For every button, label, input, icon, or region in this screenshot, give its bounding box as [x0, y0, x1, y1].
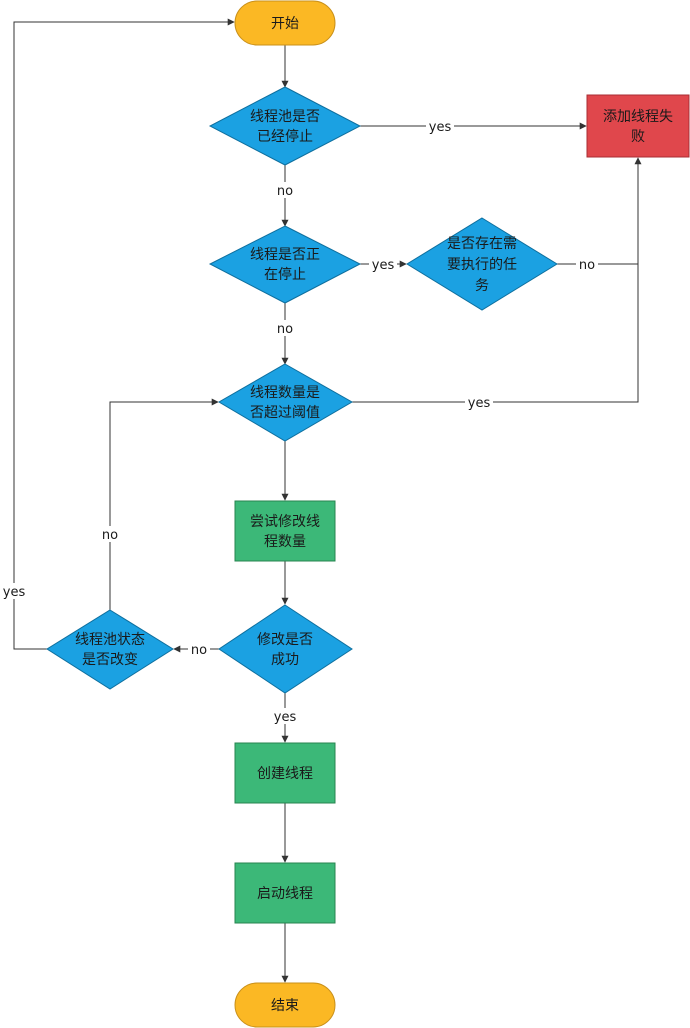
node-create-thread-label: 创建线程 [257, 766, 313, 782]
edge-label-task-exists-no: no [579, 258, 595, 273]
node-task-exists-line-3: 务 [475, 278, 489, 294]
edge-exceed-yes [352, 264, 639, 403]
node-end: 结束 [234, 982, 336, 1028]
edge-task-exists-no [557, 157, 642, 265]
edge-label-modify-ok-yes: yes [274, 710, 297, 725]
node-add-fail-line-1: 添加线程失 [603, 109, 673, 125]
node-start-label: 开始 [271, 16, 299, 32]
node-pool-stopped-line-2: 已经停止 [257, 128, 313, 145]
node-exceed-line-2: 否超过阈值 [250, 405, 320, 421]
node-thread-stopping-line-1: 线程是否正 [250, 247, 320, 263]
edge-label-pool-stopped-no: no [277, 184, 293, 199]
node-modify-ok-line-2: 成功 [271, 652, 299, 668]
node-task-exists-decision: 是否存在需 要执行的任 务 [406, 217, 558, 311]
node-state-changed-line-1: 线程池状态 [75, 632, 145, 648]
edge-label-state-changed-no: no [102, 528, 118, 543]
node-pool-stopped-decision: 线程池是否 已经停止 [208, 86, 362, 166]
node-start: 开始 [234, 0, 336, 46]
edge-label-thread-stopping-no: no [277, 322, 293, 337]
node-modify-ok-decision: 修改是否 成功 [218, 604, 353, 694]
node-end-label: 结束 [271, 998, 299, 1014]
edge-state-changed-yes [13, 18, 235, 650]
edge-label-modify-ok-no: no [191, 643, 207, 658]
node-create-thread: 创建线程 [234, 742, 336, 804]
node-pool-stopped-line-1: 线程池是否 [250, 109, 320, 125]
node-thread-stopping-decision: 线程是否正 在停止 [208, 225, 362, 304]
edge-label-state-changed-yes: yes [3, 585, 26, 600]
node-task-exists-line-1: 是否存在需 [447, 236, 517, 252]
edge-label-exceed-yes: yes [468, 396, 491, 411]
node-add-fail: 添加线程失 败 [586, 94, 690, 158]
node-task-exists-line-2: 要执行的任 [447, 257, 517, 273]
node-state-changed-line-2: 是否改变 [82, 652, 138, 668]
node-exceed-decision: 线程数量是 否超过阈值 [218, 363, 354, 442]
edge-label-pool-stopped-yes: yes [429, 120, 452, 135]
node-try-modify-line-2: 程数量 [264, 534, 306, 550]
edge-label-thread-stopping-yes: yes [372, 258, 395, 273]
node-exceed-line-1: 线程数量是 [250, 385, 320, 401]
node-start-thread: 启动线程 [234, 862, 336, 924]
node-state-changed-decision: 线程池状态 是否改变 [46, 609, 174, 690]
node-try-modify-line-1: 尝试修改线 [250, 514, 320, 530]
node-try-modify: 尝试修改线 程数量 [234, 500, 336, 562]
node-add-fail-line-2: 败 [631, 129, 645, 145]
node-thread-stopping-line-2: 在停止 [264, 266, 306, 283]
edge-state-changed-no [109, 398, 219, 610]
node-start-thread-label: 启动线程 [257, 886, 313, 902]
node-modify-ok-line-1: 修改是否 [257, 632, 313, 648]
edge-labels: yes no yes no no yes no yes no yes [0, 118, 598, 725]
